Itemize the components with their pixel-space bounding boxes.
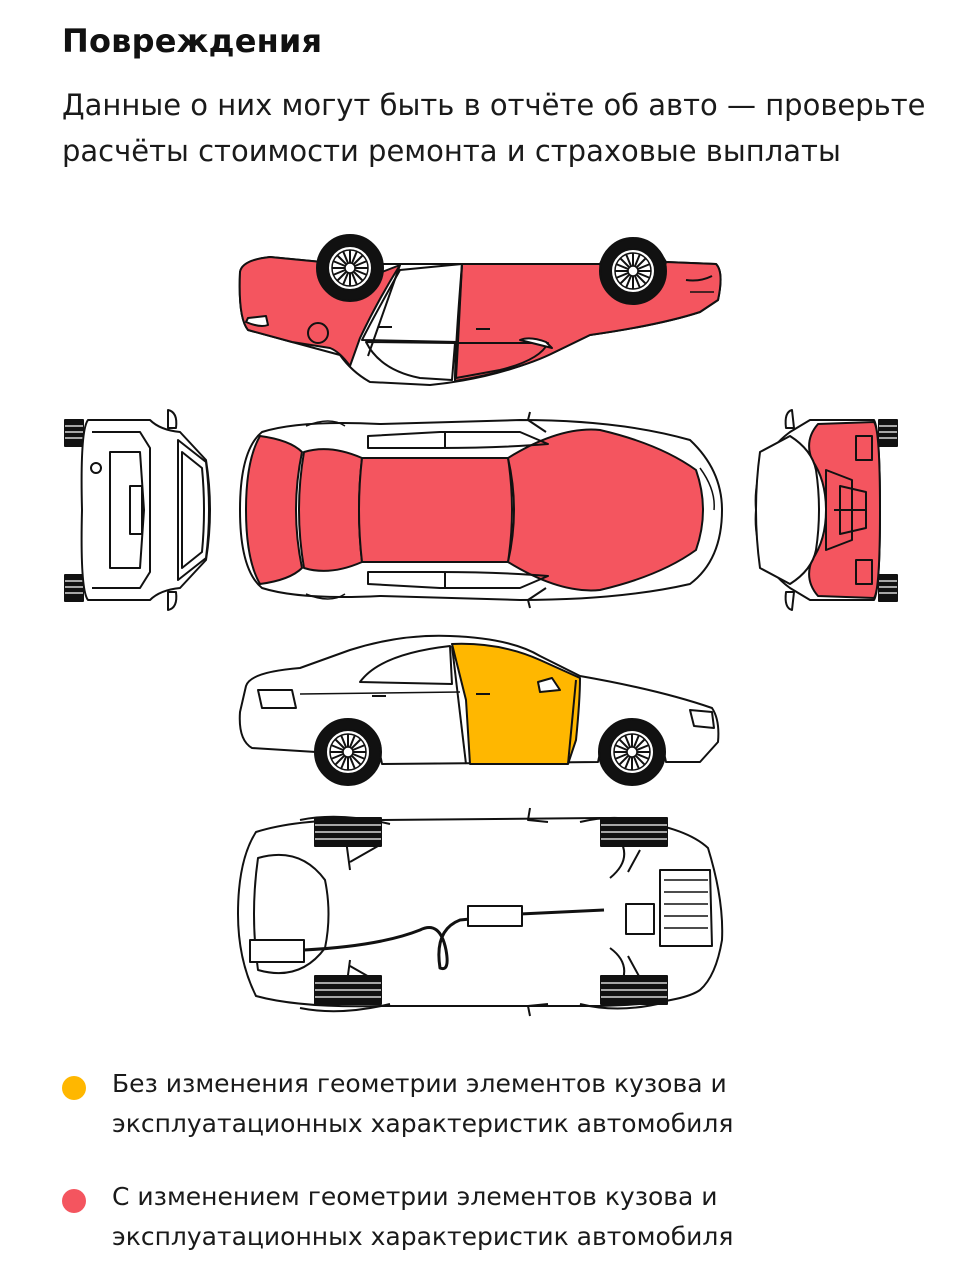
trunk-damage (245, 435, 303, 585)
legend-item-minor: Без изменения геометрии элементов кузова… (62, 1069, 922, 1144)
page-title: Повреждения (62, 22, 323, 60)
left-rear-door-damage (454, 261, 722, 382)
right-rear-door-damage (451, 642, 581, 765)
page-subtitle: Данные о них могут быть в отчёте об авто… (62, 88, 926, 168)
left-side-view (238, 234, 722, 386)
underside-view (237, 807, 724, 1017)
rear-view (754, 409, 898, 611)
legend-label-major: С изменением геометрии элементов кузова … (112, 1182, 734, 1251)
top-view (239, 411, 723, 609)
right-side-view (238, 634, 720, 786)
legend-item-major: С изменением геометрии элементов кузова … (62, 1182, 922, 1257)
rear-glass-damage (298, 448, 363, 572)
roof-damage (358, 457, 513, 563)
legend-label-minor: Без изменения геометрии элементов кузова… (112, 1069, 734, 1138)
legend-dot-red (62, 1189, 86, 1213)
front-view (64, 409, 211, 611)
hood-damage (507, 428, 704, 592)
legend-dot-yellow (62, 1076, 86, 1100)
